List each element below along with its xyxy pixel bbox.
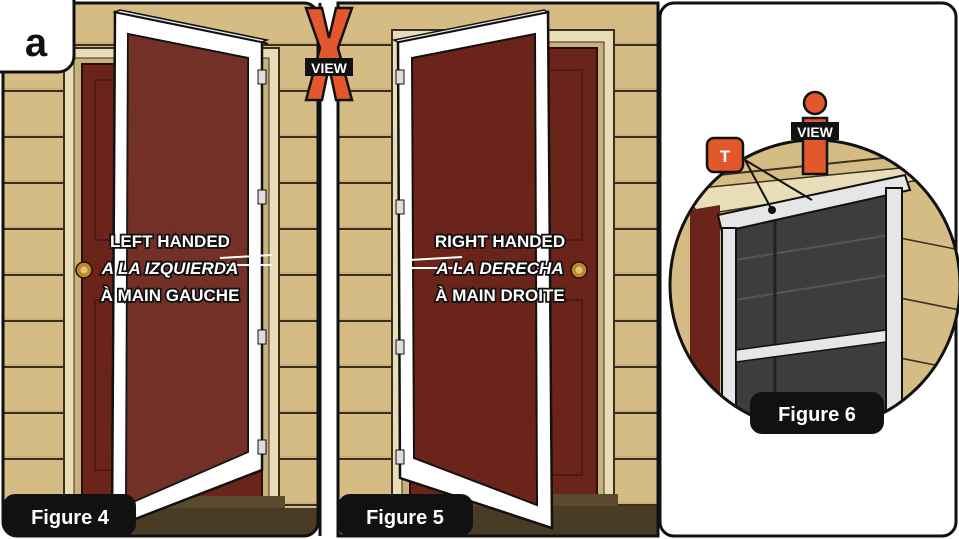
right-handed-en: RIGHT HANDED xyxy=(435,232,565,251)
figure-4-label: Figure 4 xyxy=(31,507,110,529)
panel-right-handed: RIGHT HANDED A LA DERECHA À MAIN DROITE xyxy=(338,3,658,536)
figure-4-label-box: Figure 4 xyxy=(3,494,136,536)
door-knob-icon xyxy=(76,262,92,278)
left-handed-es: A LA IZQUIERDA xyxy=(101,259,239,278)
figure-5-label: Figure 5 xyxy=(366,507,444,529)
figure-6-label-box: Figure 6 xyxy=(750,392,884,434)
left-handed-en: LEFT HANDED xyxy=(110,232,230,251)
panel-detail: T VIEW Figure 6 xyxy=(660,3,959,536)
figure-5-label-box: Figure 5 xyxy=(338,494,473,536)
i-view-label: VIEW xyxy=(797,124,834,140)
right-handed-fr: À MAIN DROITE xyxy=(435,286,564,305)
panel-left-handed: LEFT HANDED A LA IZQUIERDA À MAIN GAUCHE xyxy=(3,3,318,538)
step-badge: a xyxy=(0,0,74,72)
callout-t-label: T xyxy=(720,147,731,166)
left-handed-fr: À MAIN GAUCHE xyxy=(101,286,240,305)
door-knob-icon xyxy=(571,262,587,278)
right-handed-es: A LA DERECHA xyxy=(435,259,563,278)
figure-6-label: Figure 6 xyxy=(778,404,856,426)
step-badge-letter: a xyxy=(25,21,48,65)
x-view-label: VIEW xyxy=(311,60,348,76)
